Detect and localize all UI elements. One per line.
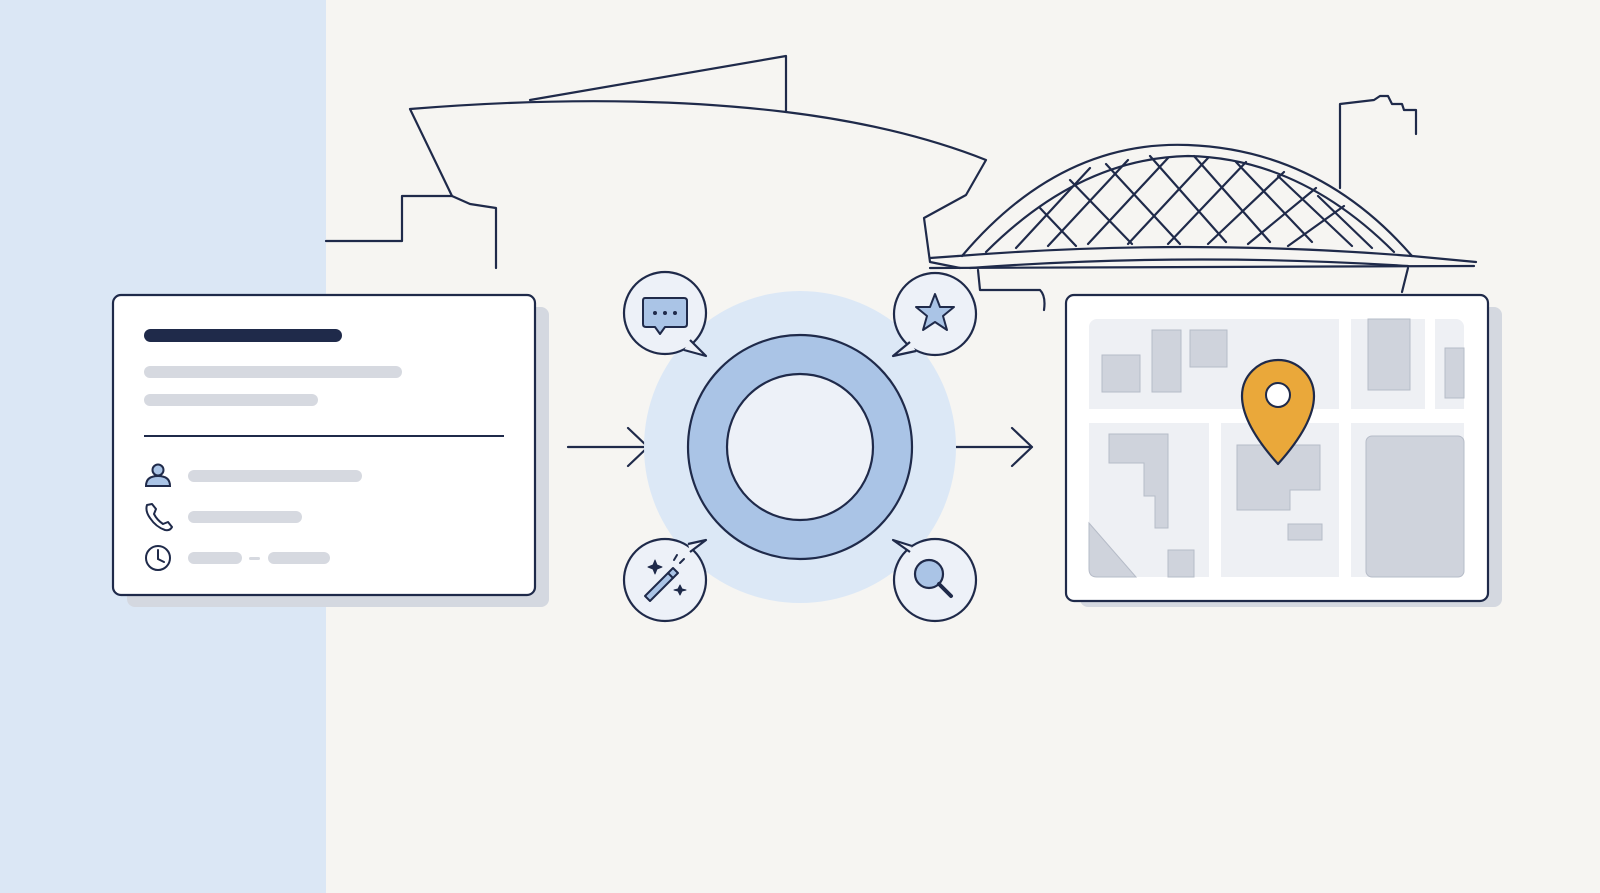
processing-hub [644, 291, 956, 603]
map-block [1236, 444, 1321, 511]
map-block [1151, 329, 1182, 393]
map-block [1444, 347, 1465, 399]
chat-satellite [622, 270, 708, 358]
map-block [1189, 329, 1228, 368]
hours-end-bar [268, 552, 330, 564]
map-block [1365, 435, 1465, 578]
hub-core [725, 372, 875, 522]
search-icon [913, 558, 953, 598]
skyline-illustration [324, 54, 1478, 312]
person-icon [144, 463, 172, 487]
star-satellite [891, 271, 978, 358]
map-block [1367, 318, 1411, 391]
star-icon [915, 293, 955, 331]
map-block [1101, 354, 1141, 393]
stadium-outline [928, 143, 1478, 312]
chat-bubble-icon [642, 297, 688, 335]
hours-start-bar [188, 552, 242, 564]
phone-detail-bar [188, 511, 302, 523]
wand-satellite [622, 537, 708, 623]
subtitle-bar-short [144, 394, 318, 406]
arrow-right-icon [950, 426, 1034, 468]
subtitle-bar [144, 366, 402, 378]
search-satellite [891, 537, 978, 623]
map-card [1064, 293, 1502, 607]
person-detail-bar [188, 470, 362, 482]
clock-icon [145, 545, 171, 571]
profile-card [111, 293, 549, 607]
sail-peak-outline [528, 54, 788, 114]
map-block [1088, 521, 1138, 578]
hours-dash [249, 557, 260, 560]
map-block [1108, 433, 1169, 529]
magic-wand-icon [644, 554, 687, 602]
location-pin-icon [1240, 358, 1316, 466]
building-outline [324, 194, 498, 270]
tower-outline [1338, 94, 1418, 190]
title-bar [144, 329, 342, 342]
arrow-right-icon [566, 426, 650, 468]
phone-icon [145, 503, 173, 532]
map-block [1167, 549, 1195, 578]
map-block [1287, 523, 1323, 541]
